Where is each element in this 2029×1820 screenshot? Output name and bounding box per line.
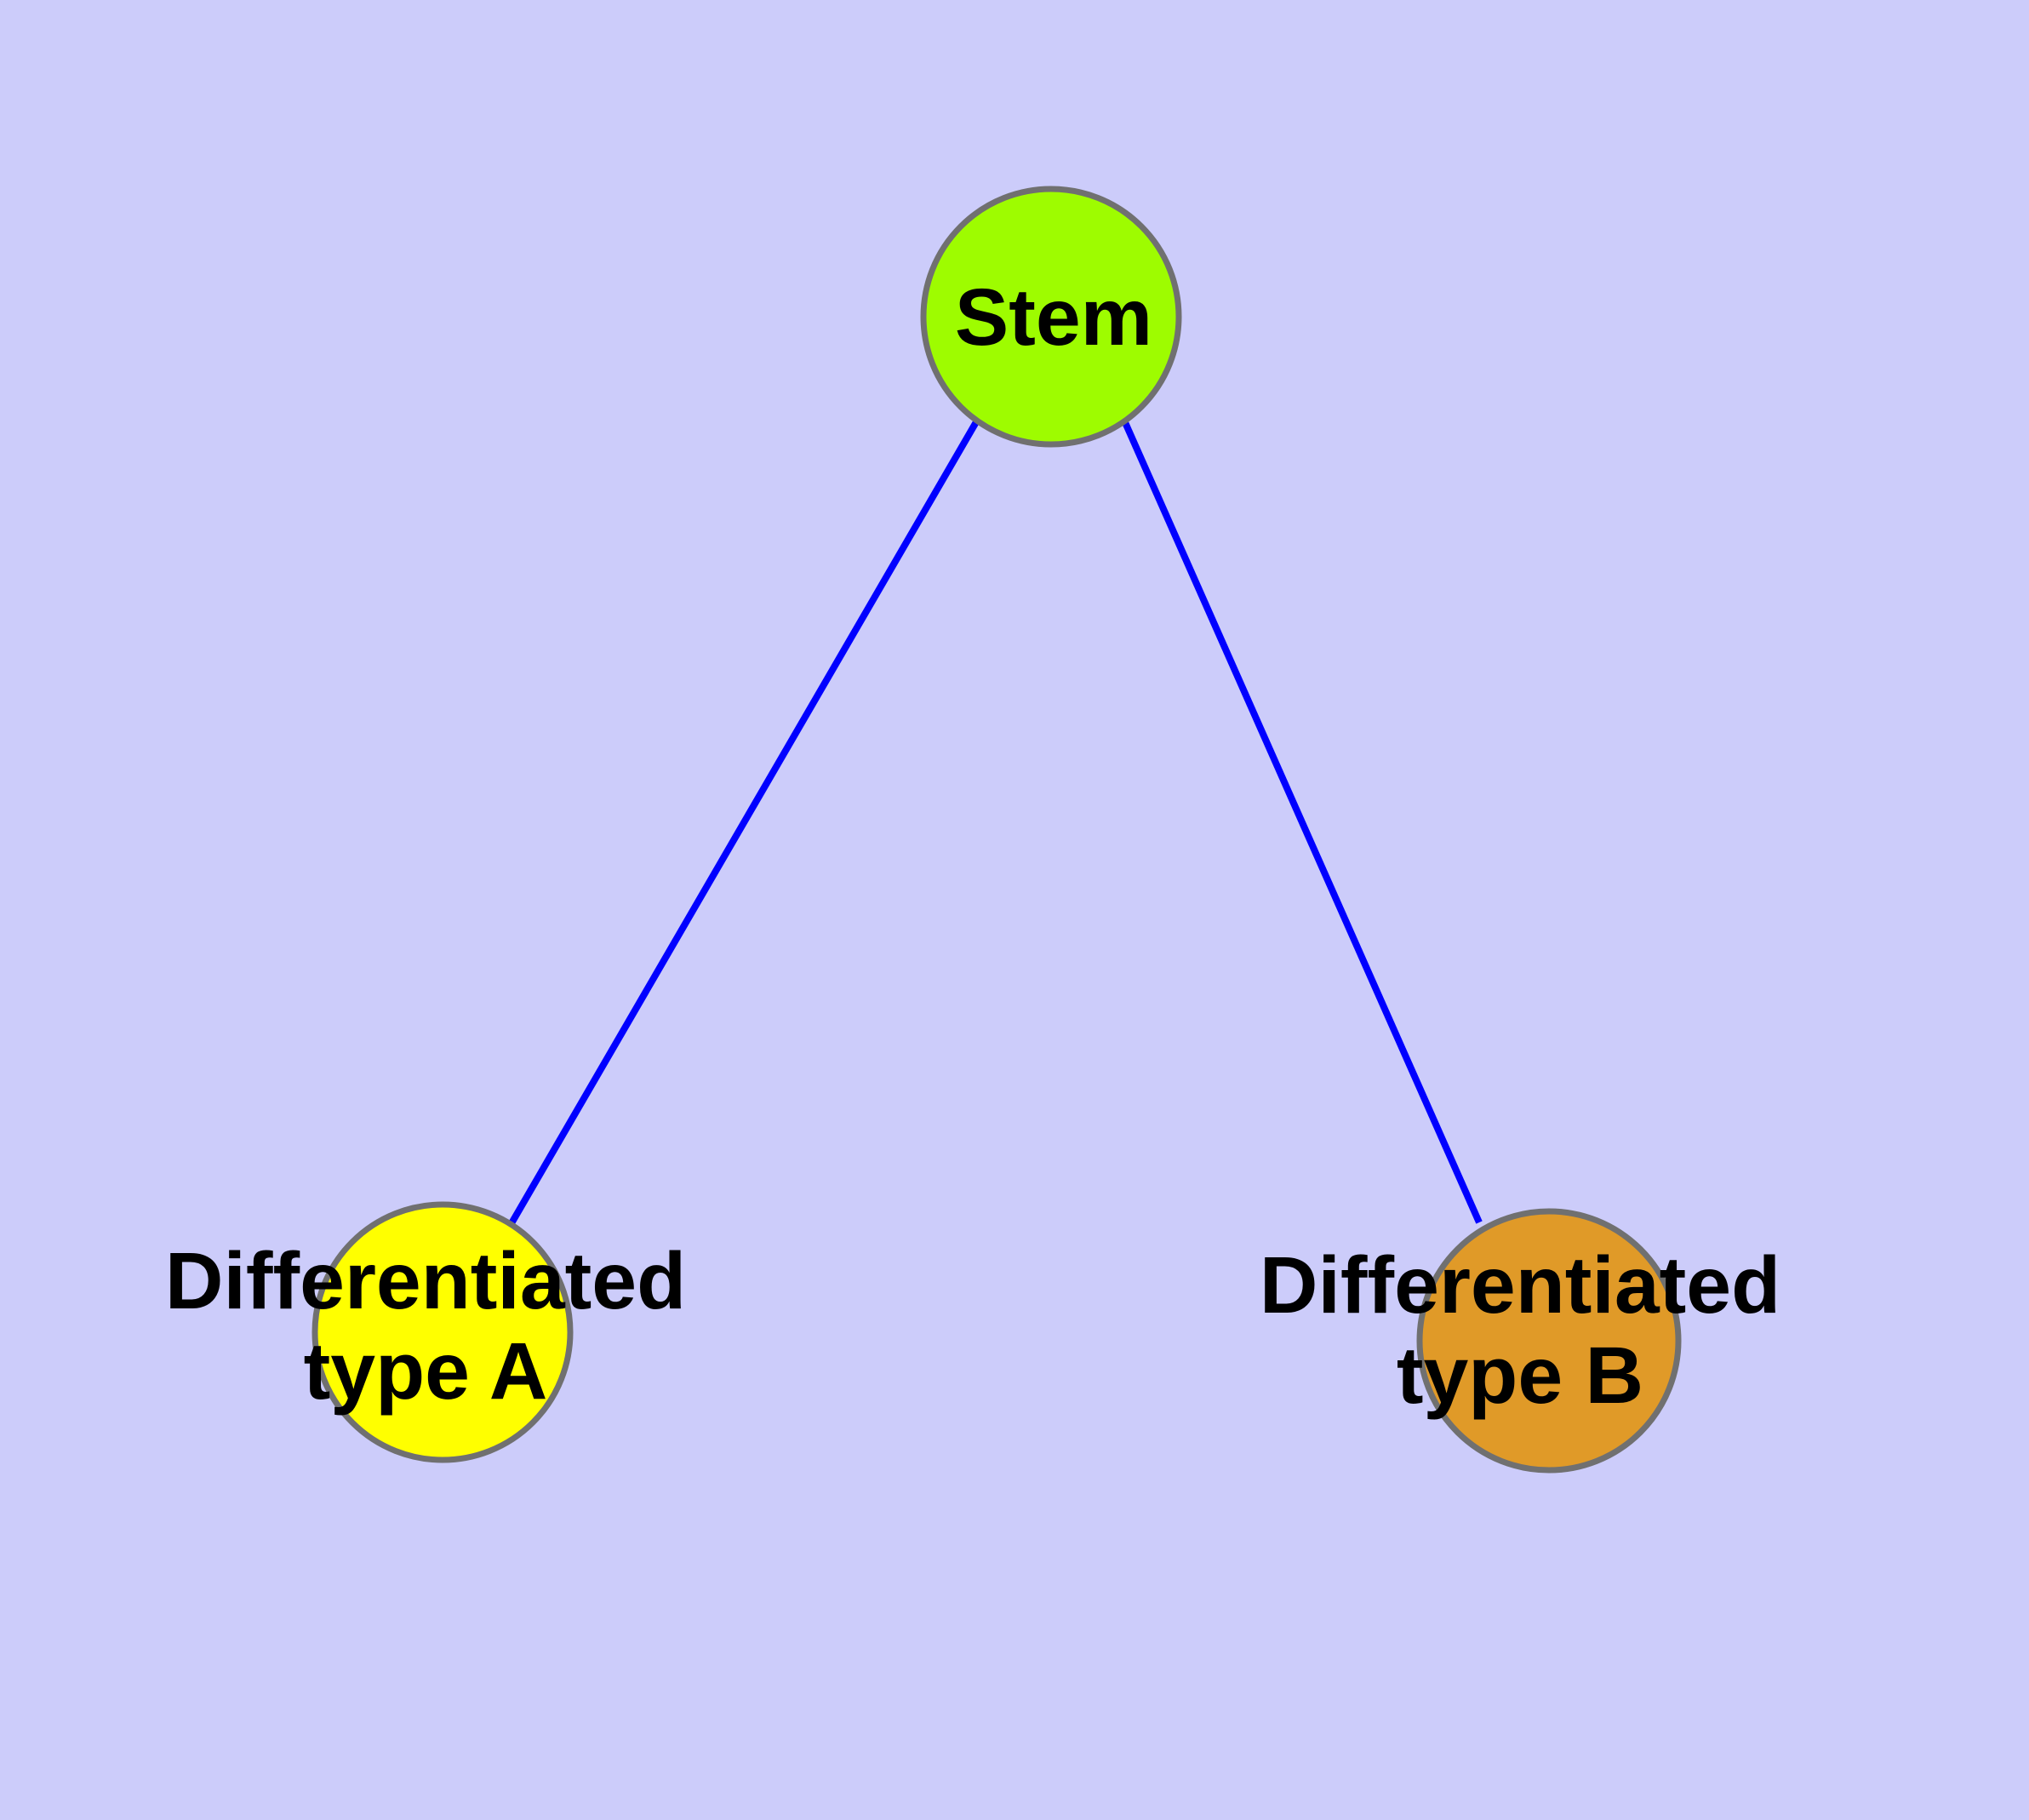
node-differentiated-type-a-circle[interactable] bbox=[311, 1201, 574, 1463]
node-label-line: Stem bbox=[955, 272, 1152, 363]
node-stem[interactable]: Stem bbox=[920, 186, 1182, 448]
edge-stem-to-differentiated-type-a[interactable] bbox=[508, 418, 980, 1226]
edge-stem-to-differentiated-type-b[interactable] bbox=[1121, 419, 1483, 1224]
node-label-line: Differentiated bbox=[165, 1236, 686, 1326]
node-differentiated-type-b-circle[interactable] bbox=[1416, 1208, 1682, 1474]
node-stem-label: Stem bbox=[955, 272, 1152, 363]
node-stem-circle[interactable] bbox=[920, 186, 1182, 448]
node-label-line: Differentiated bbox=[1260, 1240, 1780, 1331]
node-label-line: type B bbox=[1397, 1331, 1643, 1421]
edges-layer bbox=[508, 418, 1483, 1226]
node-label-line: type A bbox=[304, 1326, 548, 1417]
